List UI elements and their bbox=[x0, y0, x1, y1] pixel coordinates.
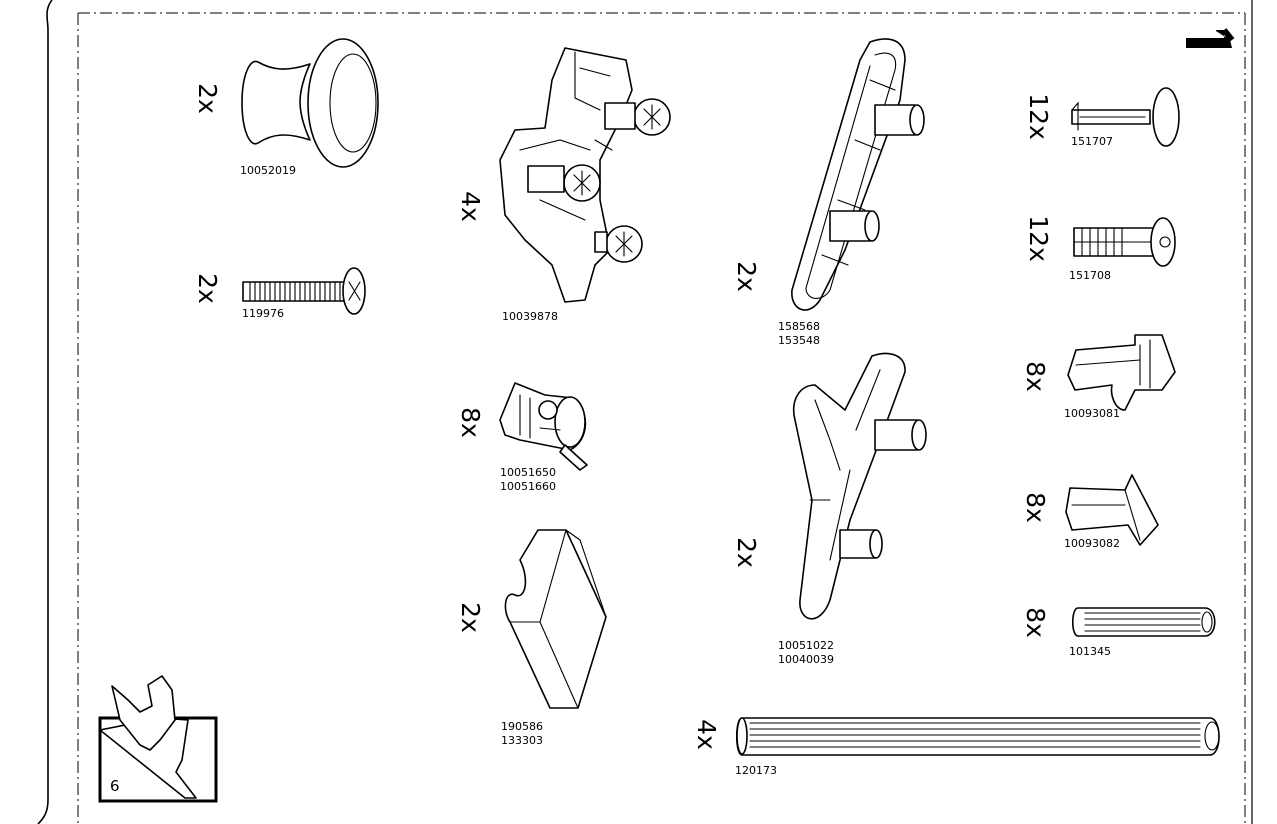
shelf-support-cap-icon bbox=[1065, 474, 1159, 546]
long-dowel-icon bbox=[735, 717, 1220, 756]
qty-pad: 2x bbox=[455, 602, 485, 633]
qty-corner-bracket: 2x bbox=[731, 537, 761, 568]
code-bolt: 119976 bbox=[242, 307, 284, 320]
code-corner-bracket-1: 10051022 bbox=[778, 639, 834, 652]
code-straight-bracket-2: 153548 bbox=[778, 334, 820, 347]
code-wood-dowel: 101345 bbox=[1069, 645, 1111, 658]
wood-dowel-icon bbox=[1071, 607, 1216, 637]
pad-icon bbox=[504, 529, 607, 709]
qty-straight-bracket: 2x bbox=[731, 261, 761, 292]
sheet-page-number: 9 bbox=[110, 776, 120, 794]
qty-long-dowel: 4x bbox=[691, 719, 721, 750]
code-knob: 10052019 bbox=[240, 164, 296, 177]
shelf-pin-icon bbox=[1071, 87, 1180, 147]
code-shelf-pin: 151707 bbox=[1071, 135, 1113, 148]
code-cam-lock-2: 10051660 bbox=[500, 480, 556, 493]
expansion-dowel-icon bbox=[1073, 217, 1176, 267]
qty-shelf-support-cap: 8x bbox=[1020, 492, 1050, 523]
code-long-dowel: 120173 bbox=[735, 764, 777, 777]
qty-bolt: 2x bbox=[192, 273, 222, 304]
code-expansion-dowel: 151708 bbox=[1069, 269, 1111, 282]
qty-expansion-dowel: 12x bbox=[1023, 215, 1053, 262]
knob-icon bbox=[241, 38, 379, 168]
qty-shelf-pin: 12x bbox=[1023, 93, 1053, 140]
bolt-icon bbox=[242, 267, 366, 315]
code-pad-2: 133303 bbox=[501, 734, 543, 747]
qty-hinge: 4x bbox=[455, 191, 485, 222]
code-straight-bracket-1: 158568 bbox=[778, 320, 820, 333]
qty-wood-dowel: 8x bbox=[1020, 607, 1050, 638]
peel-sheet-icon bbox=[98, 675, 218, 803]
straight-bracket-icon bbox=[791, 38, 925, 311]
code-shelf-support: 10093081 bbox=[1064, 407, 1120, 420]
qty-shelf-support: 8x bbox=[1020, 361, 1050, 392]
cam-lock-icon bbox=[499, 382, 588, 471]
code-corner-bracket-2: 10040039 bbox=[778, 653, 834, 666]
shelf-support-icon bbox=[1067, 334, 1176, 411]
code-shelf-support-cap: 10093082 bbox=[1064, 537, 1120, 550]
qty-cam-lock: 8x bbox=[455, 407, 485, 438]
code-pad-1: 190586 bbox=[501, 720, 543, 733]
corner-bracket-icon bbox=[793, 352, 927, 620]
code-cam-lock-1: 10051650 bbox=[500, 466, 556, 479]
code-hinge: 10039878 bbox=[502, 310, 558, 323]
qty-knob: 2x bbox=[192, 83, 222, 114]
hinge-icon bbox=[499, 47, 671, 303]
